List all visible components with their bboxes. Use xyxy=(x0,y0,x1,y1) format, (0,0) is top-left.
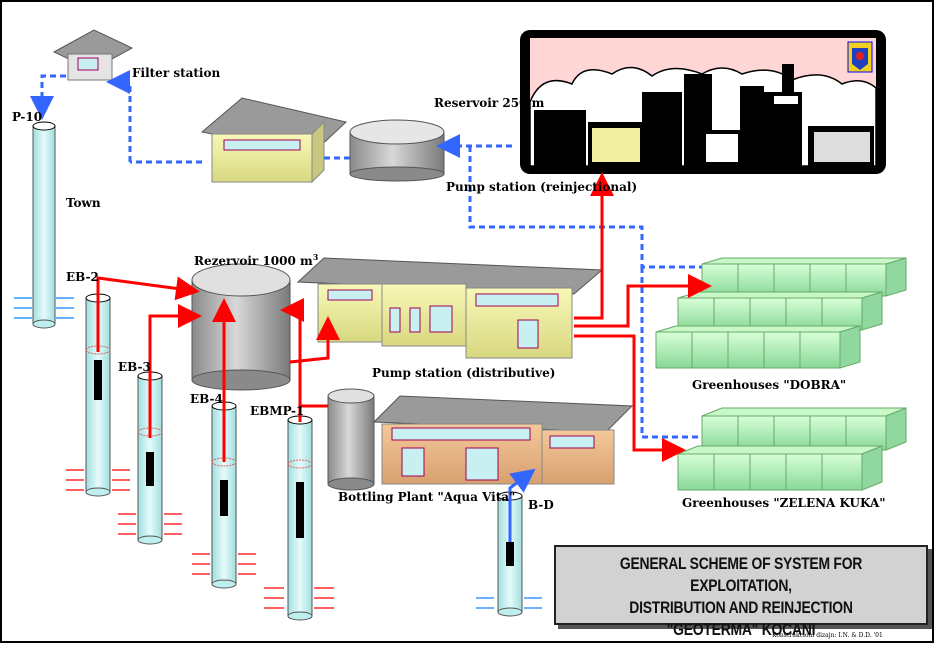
title-line-2: DISTRIBUTION AND REINJECTION xyxy=(629,598,853,617)
title-line-3: "GEOTERMA" KOCANI xyxy=(666,620,816,639)
reservoir-250-tank xyxy=(349,119,445,182)
well-eb3 xyxy=(118,371,182,545)
label-ebmp1: EBMP-1 xyxy=(250,404,305,418)
greenhouses-dobra xyxy=(655,257,907,369)
label-town: Town xyxy=(66,196,101,210)
bottling-plant xyxy=(327,388,634,491)
label-eb4: EB-4 xyxy=(190,392,223,406)
reinjection-lines-top xyxy=(30,70,707,439)
title-line-1: GENERAL SCHEME OF SYSTEM FOR EXPLOITATIO… xyxy=(619,554,863,595)
label-greenhouses-dobra: Greenhouses "DOBRA" xyxy=(692,378,847,392)
well-ebmp1 xyxy=(264,415,334,621)
reinjection-pump-house xyxy=(200,97,348,184)
label-eb3: EB-3 xyxy=(118,360,151,374)
label-pump-station-distributive: Pump station (distributive) xyxy=(372,366,556,380)
label-pump-station-reinjectional: Pump station (reinjectional) xyxy=(446,180,638,194)
label-filter-station: Filter station xyxy=(132,66,221,80)
rezervoir-1000-tank xyxy=(191,263,291,391)
label-p10: P-10 xyxy=(12,110,43,124)
credit-note: Konstrukcioni dizajn: I.N. & D.D. '01 xyxy=(772,632,883,639)
label-greenhouses-zelena-kuka: Greenhouses "ZELENA KUKA" xyxy=(682,496,886,510)
well-p10 xyxy=(14,121,74,329)
hot-water-lines xyxy=(96,172,712,462)
bd-reinjection-line xyxy=(508,468,536,542)
distributive-pump-house xyxy=(296,257,604,359)
label-bottling-plant: Bottling Plant "Aqua Vita" xyxy=(338,490,516,504)
scheme-title-box: GENERAL SCHEME OF SYSTEM FOR EXPLOITATIO… xyxy=(554,545,928,639)
label-bd: B-D xyxy=(528,498,554,512)
filter-station-house xyxy=(52,29,134,81)
greenhouses-zelena-kuka xyxy=(677,407,907,491)
label-eb2: EB-2 xyxy=(66,270,99,284)
label-rezervoir-1000: Rezervoir 1000 m3 xyxy=(194,252,319,268)
city-skyline xyxy=(520,30,886,174)
label-reservoir-250: Reservoir 250 m xyxy=(434,96,545,110)
